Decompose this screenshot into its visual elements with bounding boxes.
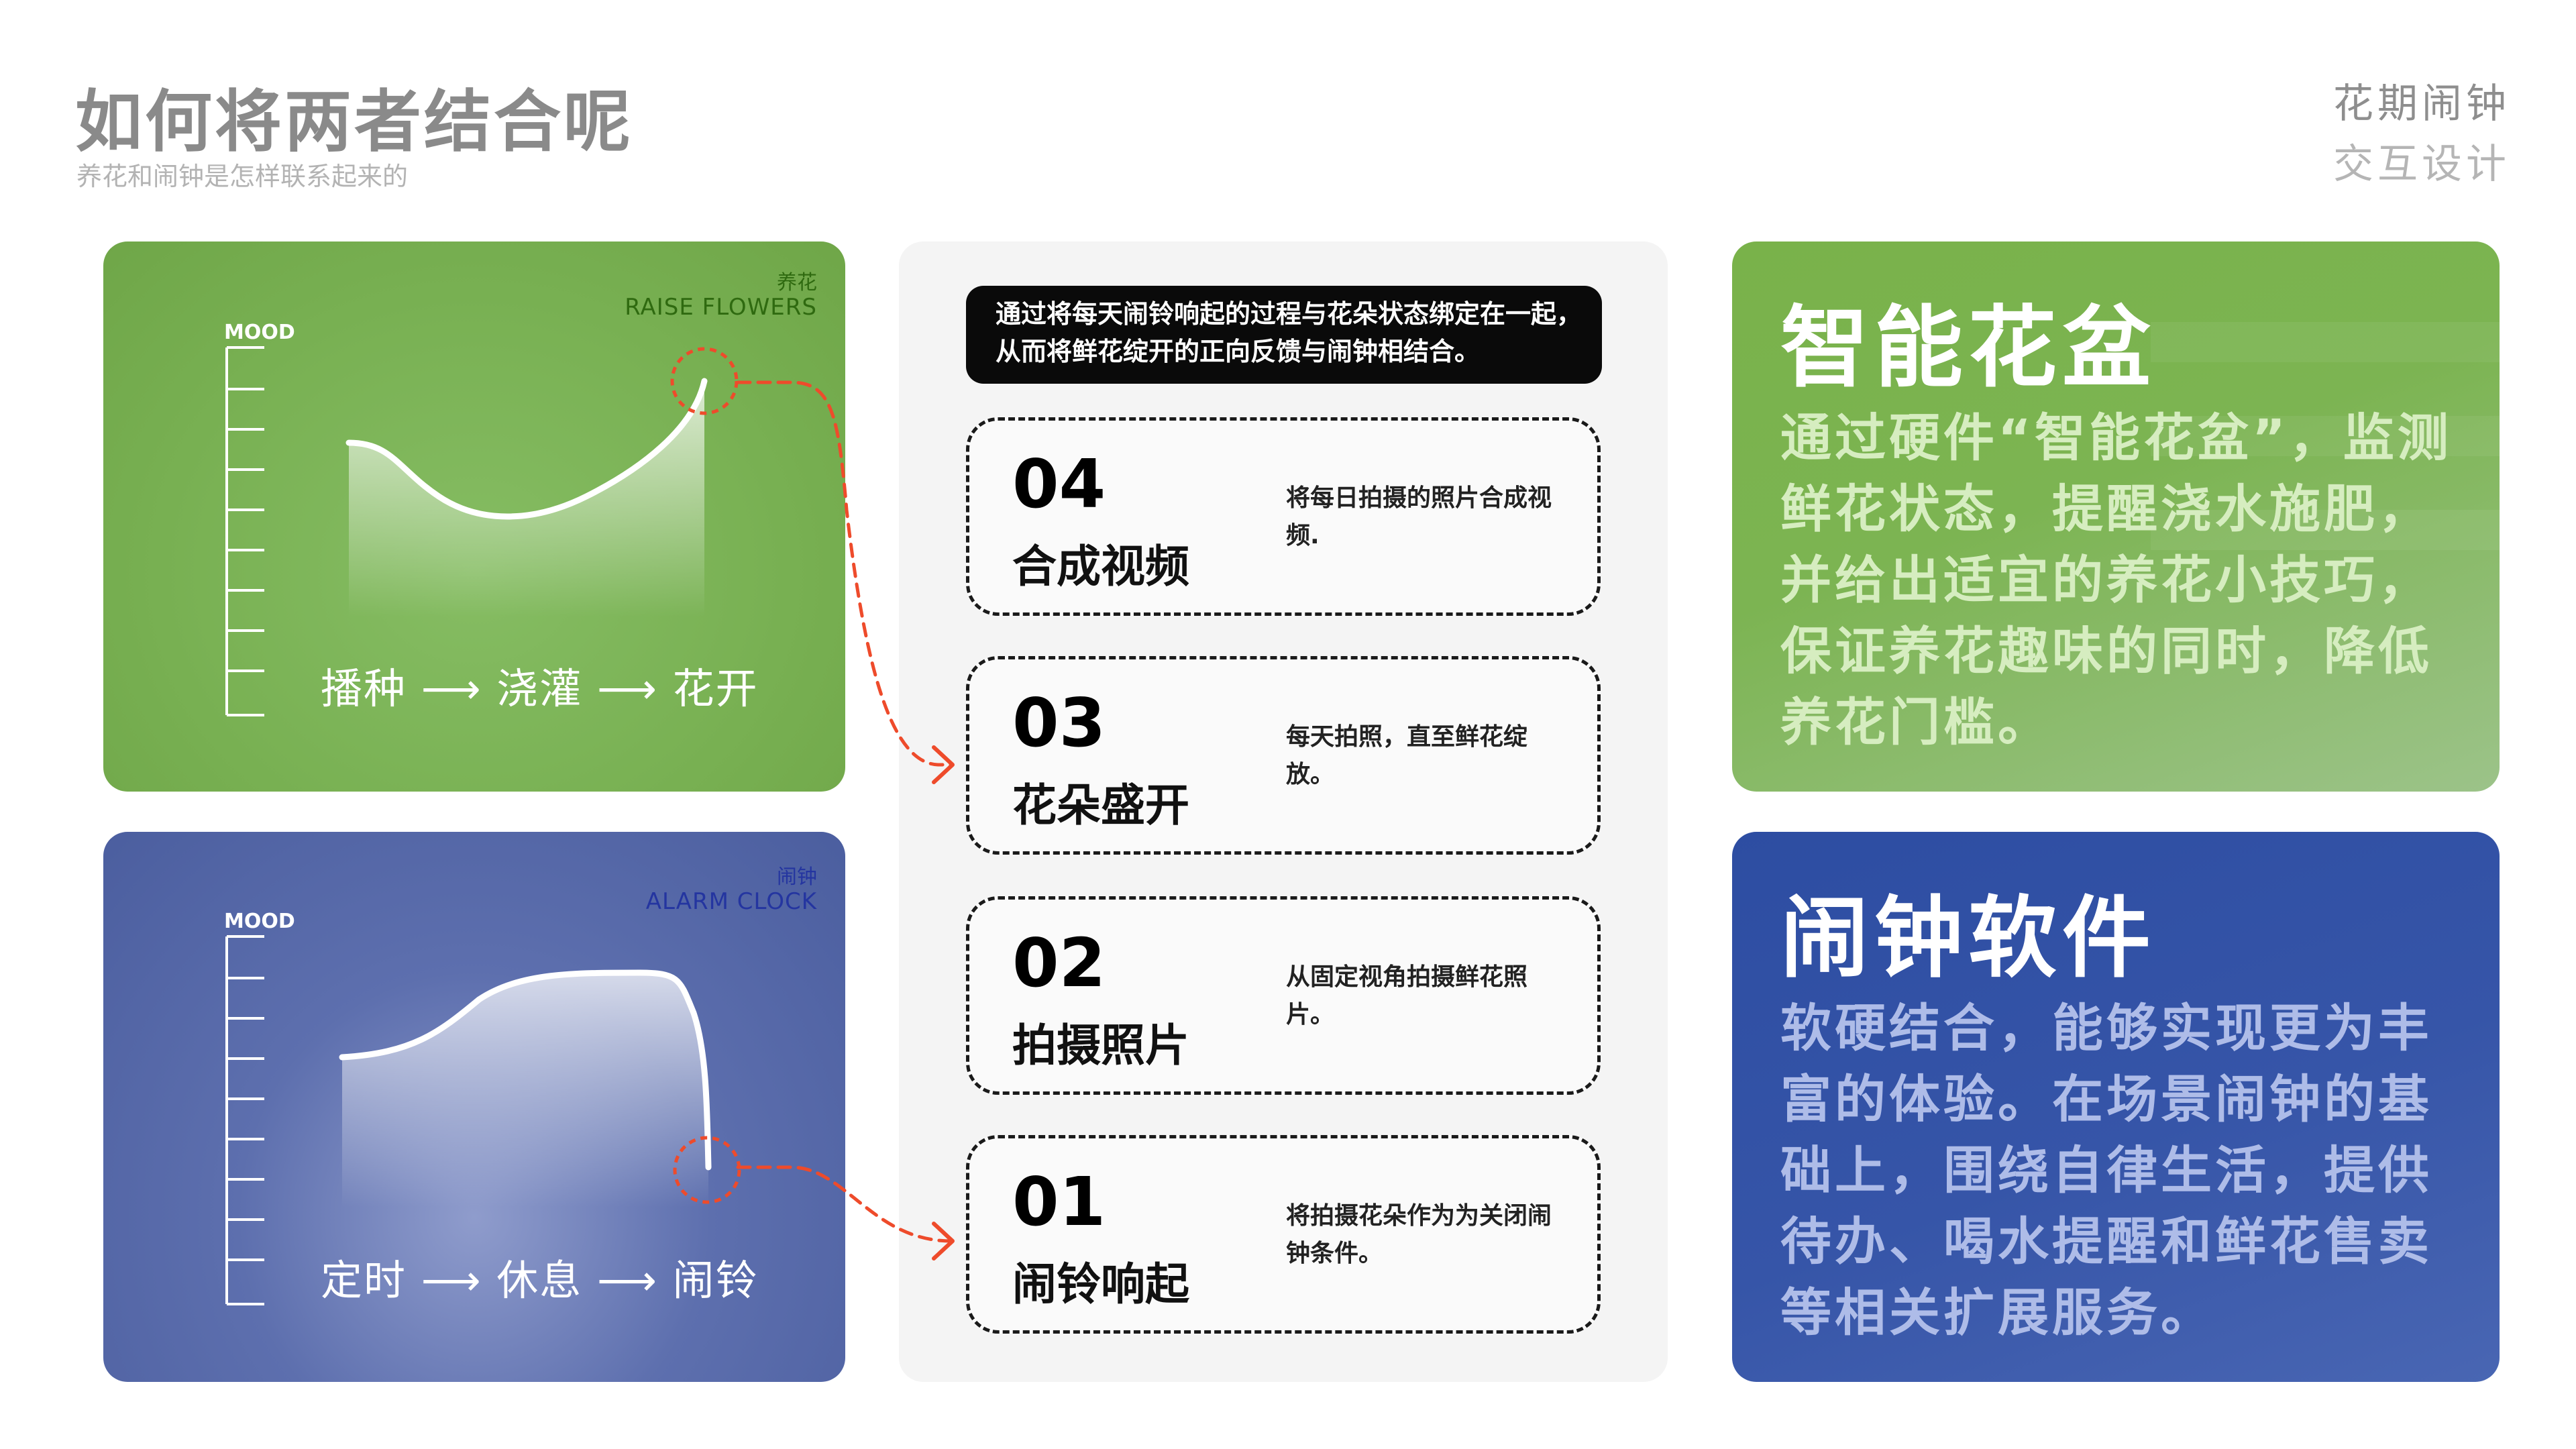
decor-stripe <box>2151 416 2500 456</box>
step-description: 将每日拍摄的照片合成视频. <box>1286 484 1552 549</box>
flowers-mood-graph <box>225 346 739 716</box>
decor-stripe <box>2151 322 2500 362</box>
process-banner: 通过将每天闹铃响起的过程与花朵状态绑定在一起，从而将鲜花绽开的正向反馈与闹钟相结… <box>966 286 1602 384</box>
step-number: 03 <box>1012 684 1106 762</box>
flow-text: 定时 ⟶ 休息 ⟶ 闹铃 <box>321 1256 759 1305</box>
mood-area <box>342 973 708 1208</box>
brand-subtitle: 交互设计 <box>2333 141 2510 188</box>
alarm-app-body: 软硬结合，能够实现更为丰富的体验。在场景闹钟的基础上，围绕自律生活，提供待办、喝… <box>1780 998 2432 1342</box>
card-tag-cn: 养花 <box>777 271 817 294</box>
card-tag-en: RAISE FLOWERS <box>625 294 817 321</box>
smart-pot-title: 智能花盆 <box>1780 297 2156 400</box>
mood-axis <box>225 935 264 1305</box>
alarm-clock-card: 闹钟 ALARM CLOCK MOOD 定时 ⟶ 休息 ⟶ 闹铃 <box>103 832 845 1382</box>
step-number: 01 <box>1012 1163 1106 1241</box>
mood-area <box>349 381 704 617</box>
mood-axis-label: MOOD <box>224 910 295 933</box>
decor-stripe <box>2151 510 2500 550</box>
step-number: 04 <box>1012 445 1106 523</box>
step-description: 每天拍照，直至鲜花绽放。 <box>1286 723 1528 788</box>
step-card-04: 04 合成视频 将每日拍摄的照片合成视频. <box>966 417 1601 616</box>
alarm-app-card: 闹钟软件 软硬结合，能够实现更为丰富的体验。在场景闹钟的基础上，围绕自律生活，提… <box>1732 832 2500 1382</box>
step-title: 合成视频 <box>1012 541 1189 592</box>
card-tag-en: ALARM CLOCK <box>645 888 817 915</box>
alarm-mood-graph <box>225 935 741 1305</box>
step-title: 闹铃响起 <box>1012 1258 1189 1310</box>
step-description: 从固定视角拍摄鲜花照片。 <box>1286 963 1528 1028</box>
smart-pot-body: 通过硬件“智能花盆”，监测鲜花状态，提醒浇水施肥，并给出适宜的养花小技巧，保证养… <box>1780 408 2452 752</box>
brand-name: 花期闹钟 <box>2333 80 2510 127</box>
step-title: 拍摄照片 <box>1012 1020 1189 1071</box>
page-title: 如何将两者结合呢 <box>75 83 633 161</box>
step-title: 花朵盛开 <box>1012 780 1189 831</box>
flow-text: 播种 ⟶ 浇灌 ⟶ 花开 <box>321 664 759 713</box>
mood-curve <box>339 969 712 1171</box>
step-card-03: 03 花朵盛开 每天拍照，直至鲜花绽放。 <box>966 656 1601 855</box>
card-tag-cn: 闹钟 <box>777 865 817 889</box>
mood-curve <box>345 378 708 520</box>
raise-flowers-card: 养花 RAISE FLOWERS MOOD 播种 ⟶ 浇灌 ⟶ 花开 <box>103 241 845 792</box>
step-card-02: 02 拍摄照片 从固定视角拍摄鲜花照片。 <box>966 896 1601 1095</box>
mood-axis <box>225 346 264 716</box>
alarm-app-title: 闹钟软件 <box>1780 887 2156 990</box>
page-subtitle: 养花和闹钟是怎样联系起来的 <box>76 162 409 191</box>
step-description: 将拍摄花朵作为为关闭闹钟条件。 <box>1286 1202 1552 1267</box>
mood-axis-label: MOOD <box>224 321 295 344</box>
step-card-01: 01 闹铃响起 将拍摄花朵作为为关闭闹钟条件。 <box>966 1135 1601 1334</box>
step-number: 02 <box>1012 924 1106 1002</box>
smart-pot-card: 智能花盆 通过硬件“智能花盆”，监测鲜花状态，提醒浇水施肥，并给出适宜的养花小技… <box>1732 241 2500 792</box>
